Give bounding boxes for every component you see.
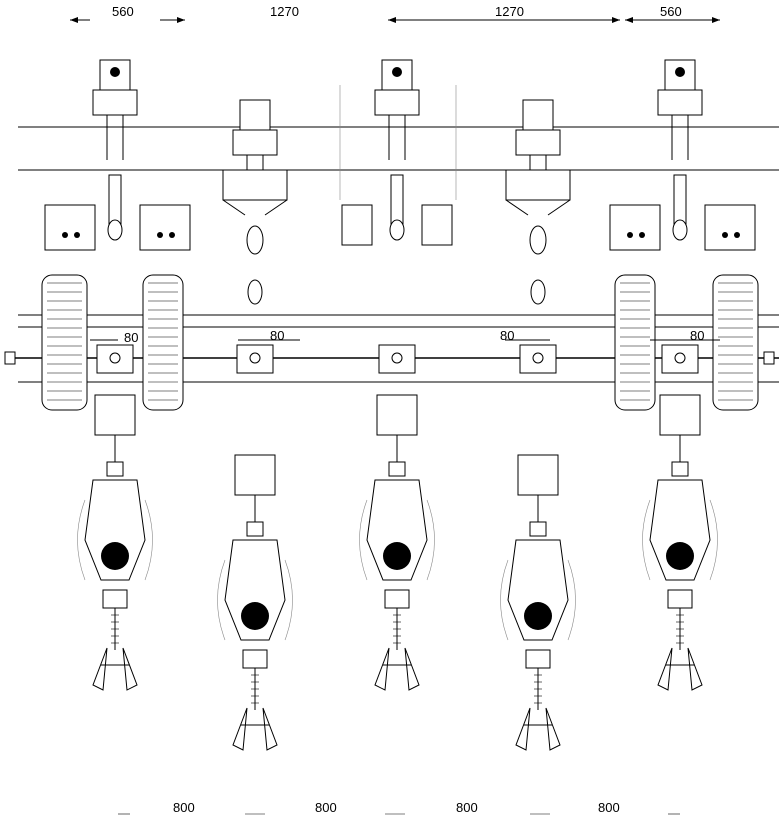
linkage-joint [530, 279, 546, 305]
row-unit-frame [659, 394, 701, 436]
linkage-joint [107, 219, 123, 241]
gauge-wheels [41, 274, 759, 411]
closing-wheel-right [545, 707, 561, 751]
dim-bottom-1: 800 [173, 800, 195, 815]
row-unit-5 [609, 59, 756, 691]
dim-top-3: 1270 [495, 4, 524, 19]
closing-wheel-left [92, 647, 108, 691]
hopper-mount [522, 99, 554, 131]
mount-bolt [392, 67, 402, 77]
row-unit-frame [376, 394, 418, 436]
seed-hopper [224, 539, 286, 641]
parallel-arm-top [92, 89, 138, 116]
seed-disc [524, 602, 552, 630]
dim-bottom-2: 800 [315, 800, 337, 815]
seed-hopper [507, 539, 569, 641]
closing-wheel-left [515, 707, 531, 751]
wheel-treads [47, 282, 753, 401]
side-bracket [139, 204, 191, 251]
row-units [44, 59, 756, 751]
mount-bolt [110, 67, 120, 77]
parallel-arm-top [374, 89, 420, 116]
closing-wheel-left [374, 647, 390, 691]
seed-hopper [649, 479, 711, 581]
dim-top-4: 560 [660, 4, 682, 19]
side-bracket [341, 204, 373, 246]
dim-bottom-4: 800 [598, 800, 620, 815]
linkage [108, 174, 122, 226]
dim-top-1: 560 [112, 4, 134, 19]
linkage-joint [529, 225, 547, 255]
top-dimension-lines [70, 17, 720, 23]
mount-bolt [675, 67, 685, 77]
closing-wheel-right [404, 647, 420, 691]
row-unit-frame [517, 454, 559, 496]
dim-top-2: 1270 [270, 4, 299, 19]
row-unit-4 [500, 99, 576, 751]
linkage [673, 174, 687, 226]
linkage [390, 174, 404, 226]
closing-wheel-left [657, 647, 673, 691]
parallel-arm-top [232, 129, 278, 156]
seed-hopper [84, 479, 146, 581]
frame-bracket [222, 169, 288, 201]
side-bracket [609, 204, 661, 251]
dim-bottom-3: 800 [456, 800, 478, 815]
closing-wheel-right [262, 707, 278, 751]
closing-wheel-right [687, 647, 703, 691]
hopper-mount [239, 99, 271, 131]
linkage-joint [246, 225, 264, 255]
side-bracket [44, 204, 96, 251]
linkage-joint [247, 279, 263, 305]
row-unit-frame [234, 454, 276, 496]
row-unit-3 [341, 59, 453, 691]
row-unit-frame [94, 394, 136, 436]
frame-bracket [505, 169, 571, 201]
row-unit-1 [44, 59, 191, 691]
closing-wheel-right [122, 647, 138, 691]
seed-disc [383, 542, 411, 570]
dim-mid-3: 80 [500, 328, 514, 343]
linkage-joint [672, 219, 688, 241]
row-unit-2 [217, 99, 293, 751]
seed-disc [241, 602, 269, 630]
linkage-joint [389, 219, 405, 241]
dim-mid-1: 80 [124, 330, 138, 345]
side-bracket [421, 204, 453, 246]
seed-hopper [366, 479, 428, 581]
seed-disc [666, 542, 694, 570]
parallel-arm-top [657, 89, 703, 116]
parallel-arm-top [515, 129, 561, 156]
seed-disc [101, 542, 129, 570]
closing-wheel-left [232, 707, 248, 751]
dim-mid-2: 80 [270, 328, 284, 343]
dim-mid-4: 80 [690, 328, 704, 343]
side-bracket [704, 204, 756, 251]
